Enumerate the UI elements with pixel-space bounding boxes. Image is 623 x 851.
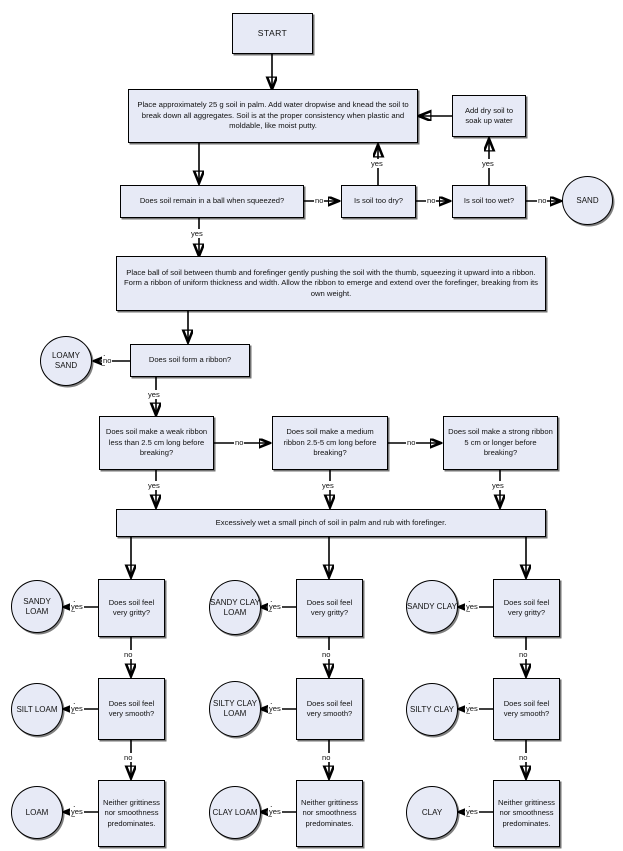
- edge-label-too-wet-no: no: [537, 196, 548, 205]
- terminal-clay-loam[interactable]: CLAY LOAM: [209, 786, 261, 839]
- edge-label-too-wet-yes: yes: [481, 159, 495, 168]
- node-neither-loam[interactable]: Neither grittiness nor smoothness predom…: [98, 780, 165, 847]
- node-does-soil-remain-ball[interactable]: Does soil remain in a ball when squeezed…: [120, 185, 304, 218]
- edge-label-strong-yes: yes: [491, 481, 505, 490]
- terminal-sandy-clay-loam[interactable]: SANDY CLAY LOAM: [209, 580, 261, 635]
- edge-label-ribbon-yes: yes: [147, 390, 161, 399]
- terminal-sandy-loam[interactable]: SANDY LOAM: [11, 580, 63, 633]
- node-neither-clay-loam[interactable]: Neither grittiness nor smoothness predom…: [296, 780, 363, 847]
- node-is-soil-too-dry[interactable]: Is soil too dry?: [341, 185, 416, 218]
- node-smooth-silty-clay-loam[interactable]: Does soil feel very smooth?: [296, 678, 363, 740]
- terminal-sandy-clay[interactable]: SANDY CLAY: [406, 580, 458, 633]
- edge-label-ribbon-no: no: [102, 356, 113, 365]
- node-strong-ribbon[interactable]: Does soil make a strong ribbon 5 cm or l…: [443, 416, 558, 470]
- edge-label-medium-yes: yes: [321, 481, 335, 490]
- edge-label-gritty3-yes: yes: [465, 602, 479, 611]
- edge-label-smooth3-no: no: [518, 753, 529, 762]
- node-does-soil-form-ribbon[interactable]: Does soil form a ribbon?: [130, 344, 250, 377]
- node-medium-ribbon[interactable]: Does soil make a medium ribbon 2.5-5 cm …: [272, 416, 388, 470]
- node-weak-ribbon[interactable]: Does soil make a weak ribbon less than 2…: [99, 416, 214, 470]
- terminal-silt-loam[interactable]: SILT LOAM: [11, 683, 63, 736]
- node-gritty-sandy-loam[interactable]: Does soil feel very gritty?: [98, 579, 165, 637]
- edge-label-smooth1-no: no: [123, 753, 134, 762]
- node-gritty-sandy-clay[interactable]: Does soil feel very gritty?: [493, 579, 560, 637]
- terminal-silty-clay[interactable]: SILTY CLAY: [406, 683, 458, 736]
- edge-label-too-dry-yes: yes: [370, 159, 384, 168]
- node-neither-clay[interactable]: Neither grittiness nor smoothness predom…: [493, 780, 560, 847]
- edge-label-gritty2-no: no: [321, 650, 332, 659]
- terminal-clay[interactable]: CLAY: [406, 786, 458, 839]
- terminal-sand[interactable]: SAND: [562, 176, 613, 225]
- node-is-soil-too-wet[interactable]: Is soil too wet?: [452, 185, 526, 218]
- edge-label-too-dry-no: no: [426, 196, 437, 205]
- edge-label-neither2-yes: yes: [268, 807, 282, 816]
- edge-label-neither1-yes: yes: [70, 807, 84, 816]
- node-wet-pinch-instruction[interactable]: Excessively wet a small pinch of soil in…: [116, 509, 546, 537]
- edge-label-smooth3-yes: yes: [465, 704, 479, 713]
- edge-label-gritty1-yes: yes: [70, 602, 84, 611]
- edge-label-ball-yes: yes: [190, 229, 204, 238]
- node-ribbon-instruction[interactable]: Place ball of soil between thumb and for…: [116, 256, 546, 311]
- edge-label-weak-yes: yes: [147, 481, 161, 490]
- edge-label-smooth2-yes: yes: [268, 704, 282, 713]
- node-smooth-silty-clay[interactable]: Does soil feel very smooth?: [493, 678, 560, 740]
- edge-label-gritty2-yes: yes: [268, 602, 282, 611]
- node-add-dry-soil[interactable]: Add dry soil to soak up water: [452, 95, 526, 137]
- node-gritty-sandy-clay-loam[interactable]: Does soil feel very gritty?: [296, 579, 363, 637]
- edge-label-ball-no: no: [314, 196, 325, 205]
- edge-label-smooth1-yes: yes: [70, 704, 84, 713]
- edge-label-weak-no: no: [234, 438, 245, 447]
- edge-label-medium-no: no: [406, 438, 417, 447]
- terminal-loamy-sand[interactable]: LOAMY SAND: [40, 336, 92, 386]
- edge-label-gritty1-no: no: [123, 650, 134, 659]
- edge-label-neither3-yes: yes: [465, 807, 479, 816]
- terminal-loam[interactable]: LOAM: [11, 786, 63, 839]
- node-smooth-silt-loam[interactable]: Does soil feel very smooth?: [98, 678, 165, 740]
- node-start[interactable]: START: [232, 13, 313, 54]
- edge-label-smooth2-no: no: [321, 753, 332, 762]
- node-prepare-soil[interactable]: Place approximately 25 g soil in palm. A…: [128, 89, 418, 143]
- terminal-silty-clay-loam[interactable]: SILTY CLAY LOAM: [209, 681, 261, 737]
- edge-label-gritty3-no: no: [518, 650, 529, 659]
